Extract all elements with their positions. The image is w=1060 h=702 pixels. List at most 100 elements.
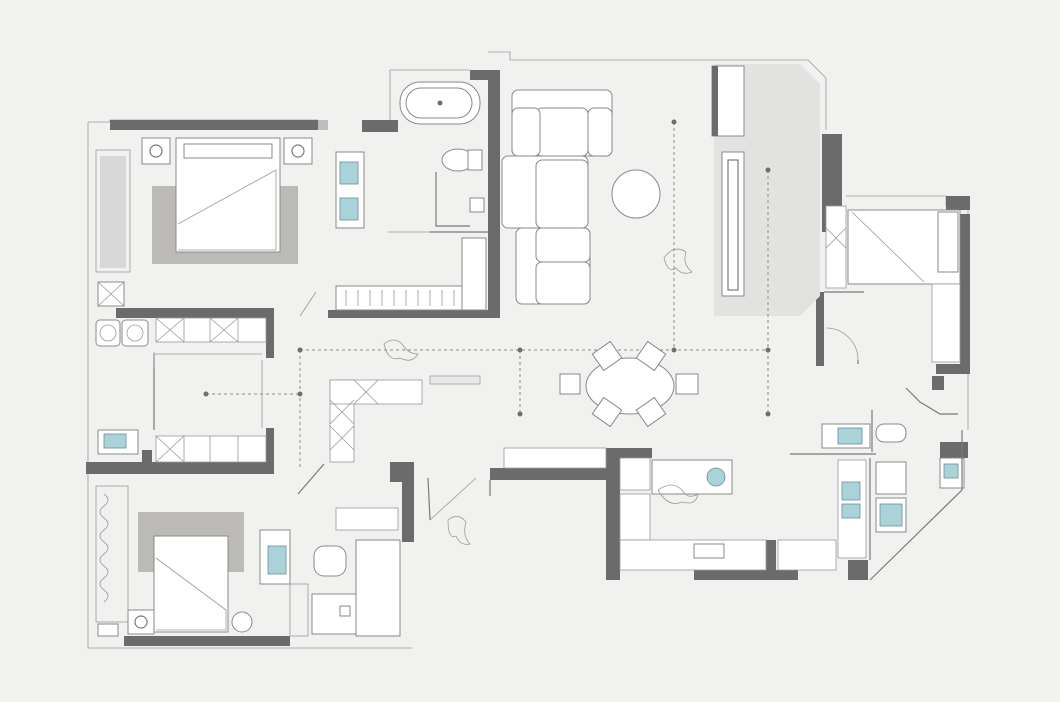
sink-1: [339, 161, 359, 185]
middle-room: [95, 317, 267, 463]
tall-cabinet: [619, 493, 651, 541]
axis-lines: [203, 119, 771, 470]
wall-closet-bottom: [328, 310, 500, 318]
kitchen-lower-counter: [619, 539, 767, 571]
ensuite-bathroom: [335, 81, 488, 233]
wall-lower-bath-top: [390, 462, 414, 482]
wall-bottom: [124, 636, 290, 646]
person-icon: [663, 248, 693, 274]
person-icon: [447, 516, 471, 545]
shower-glass: [435, 172, 470, 227]
utility-sink-1: [841, 481, 861, 501]
chair: [559, 373, 581, 395]
utility-cabinet: [875, 461, 907, 495]
nightstand-left: [141, 137, 171, 165]
nightstand-right: [283, 137, 313, 165]
island-sink: [706, 467, 726, 487]
master-bed-sheet: [177, 169, 277, 251]
bottom-cabinets: [155, 435, 267, 463]
bottom-bedroom: [95, 485, 253, 637]
person-icon: [657, 484, 699, 504]
mid-sink: [103, 433, 127, 449]
right-wardrobe: [931, 283, 961, 363]
l-cabinet-horizontal: [329, 379, 423, 405]
living-room: [501, 64, 820, 316]
cooktop: [693, 543, 725, 559]
floor-drain: [469, 197, 485, 213]
console-shelf: [429, 375, 481, 385]
wall-kitchen-left: [606, 448, 620, 580]
small-cabinet: [97, 623, 119, 637]
wall-mid-right-2: [266, 428, 274, 468]
chair: [675, 373, 699, 395]
wall-rightbed-bottom: [936, 364, 970, 374]
ensuite-toilet-tank: [467, 149, 483, 171]
master-door: [299, 291, 317, 317]
lower-vanity: [259, 529, 291, 585]
wall-mid-top: [116, 308, 274, 318]
tv-screen: [727, 159, 739, 291]
right-bathroom: [821, 387, 965, 581]
wall-master-top: [110, 120, 318, 130]
wall-rightbed-left: [816, 292, 824, 366]
chair: [635, 340, 667, 372]
top-cabinets: [155, 317, 267, 343]
master-bed-pillows: [183, 143, 273, 159]
sink-2: [339, 197, 359, 221]
tv-console: [721, 151, 745, 297]
person-icon: [383, 339, 419, 361]
wall-joint: [318, 120, 328, 130]
lower-sink: [267, 545, 287, 575]
drain-icon: [437, 100, 443, 106]
wall-lower-bath-right: [402, 482, 414, 542]
right-bed-pillow: [937, 211, 959, 273]
wall-mid-stub: [142, 450, 152, 472]
stool: [231, 611, 253, 633]
wall-mid-right: [266, 318, 274, 358]
utility-sink-2: [841, 503, 861, 519]
lamp-right-icon: [291, 144, 305, 158]
chair: [591, 340, 623, 372]
door-swing: [825, 327, 859, 361]
wall-rightbed-corner: [946, 196, 970, 210]
kitchen: [503, 447, 907, 571]
coffee-table: [611, 169, 661, 219]
washer: [95, 319, 121, 347]
lamp-icon: [134, 615, 148, 629]
dryer: [121, 319, 149, 347]
wall-bath-vertical: [488, 70, 500, 316]
right-toilet: [875, 423, 907, 443]
lower-closet: [355, 539, 401, 637]
wall-kitchen-stub: [766, 540, 776, 570]
kitchen-upper-counter: [503, 447, 607, 469]
wall-kitchen-corner: [848, 560, 868, 580]
wall-bath-right-corner: [940, 442, 968, 458]
wardrobe-outline: [95, 149, 131, 273]
kitchen-side-counter: [777, 539, 837, 571]
wall-fixture: [932, 376, 944, 390]
nightstand-2: [127, 609, 155, 635]
door-swings: [153, 352, 491, 521]
right-bed-sheet: [851, 211, 925, 283]
closet-rail-side: [461, 237, 487, 311]
right-bedroom: [824, 205, 961, 364]
chair: [591, 396, 623, 428]
master-bedroom: [95, 137, 317, 317]
bed-2-sheet: [155, 557, 227, 631]
chair: [635, 396, 667, 428]
lamp-left-icon: [149, 144, 163, 158]
wall-kitchen-top: [490, 468, 620, 480]
wardrobe-2: [95, 485, 129, 623]
lower-bathroom: [259, 379, 471, 637]
wall-bath-corner: [470, 70, 488, 80]
wardrobe-pattern: [100, 156, 126, 268]
wall-mid-bottom: [86, 462, 274, 474]
wall-kitchen-top-2: [620, 448, 652, 458]
wall-rightbed-right: [960, 214, 970, 374]
wall-ensuite-top: [362, 120, 398, 132]
right-sink: [837, 427, 863, 445]
dining-area: [383, 339, 699, 428]
right-cabinet: [825, 205, 847, 289]
fridge: [619, 457, 651, 491]
